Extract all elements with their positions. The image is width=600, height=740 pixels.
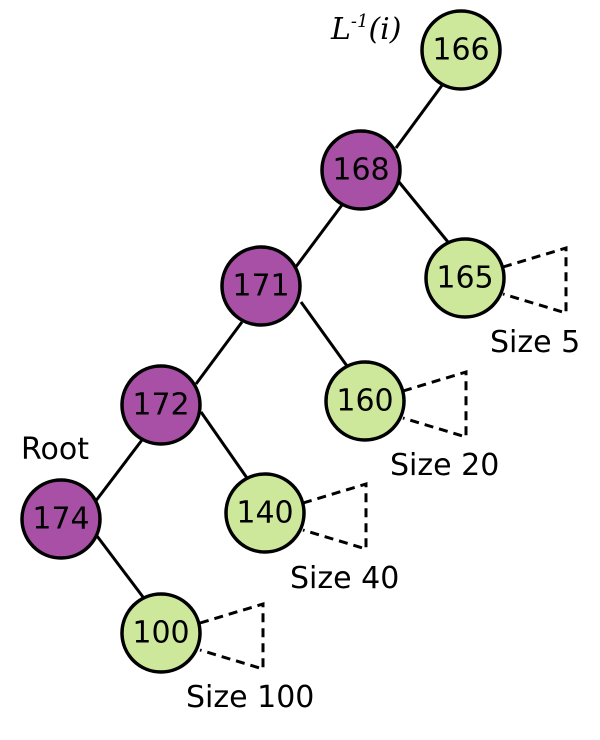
inverse-label: L-1(i) xyxy=(330,11,401,47)
edge-171-160 xyxy=(299,301,349,367)
node-100-label: 100 xyxy=(132,616,189,651)
subtree-triangle-160 xyxy=(402,369,468,440)
node-168-label: 168 xyxy=(332,153,389,188)
node-166-label: 166 xyxy=(432,33,489,68)
edge-166-168 xyxy=(394,83,445,149)
node-168-circle xyxy=(320,129,402,211)
subtree-triangle-100 xyxy=(199,601,265,672)
inverse-label-superscript: -1 xyxy=(351,11,369,32)
node-168: 168 xyxy=(320,129,402,211)
subtree-triangle-165 xyxy=(502,245,568,316)
edge-168-171 xyxy=(293,204,344,269)
node-100-circle xyxy=(120,592,202,674)
node-100: 100 xyxy=(120,592,202,674)
edge-172-174 xyxy=(93,439,144,503)
tree-edges xyxy=(93,83,450,598)
node-140-label: 140 xyxy=(236,496,293,531)
node-160: 160 xyxy=(324,360,406,442)
node-171: 171 xyxy=(220,245,302,327)
node-171-label: 171 xyxy=(232,269,289,304)
node-160-circle xyxy=(324,360,406,442)
subtree-triangle-140 xyxy=(302,481,368,552)
node-172-circle xyxy=(120,364,202,446)
node-140-circle xyxy=(224,472,306,554)
subtree-size-140: Size 40 xyxy=(290,561,399,596)
node-166-circle xyxy=(420,9,502,91)
node-166: 166 xyxy=(420,9,502,91)
edge-168-165 xyxy=(397,181,450,243)
edge-172-140 xyxy=(199,411,249,479)
node-140: 140 xyxy=(224,472,306,554)
node-160-label: 160 xyxy=(336,384,393,419)
root-label: Root xyxy=(21,432,89,467)
node-172-label: 172 xyxy=(132,388,189,423)
edge-174-100 xyxy=(95,535,145,598)
inverse-label-base: L xyxy=(330,12,351,47)
subtree-size-160: Size 20 xyxy=(390,448,499,483)
subtree-triangles xyxy=(199,245,568,672)
node-165: 165 xyxy=(424,237,506,319)
node-165-label: 165 xyxy=(436,261,493,296)
inverse-label-argument: (i) xyxy=(368,12,401,47)
subtree-size-100: Size 100 xyxy=(186,680,314,715)
subtree-size-165: Size 5 xyxy=(490,325,580,360)
node-174-circle xyxy=(20,478,102,560)
node-174: 174 xyxy=(20,478,102,560)
node-171-circle xyxy=(220,245,302,327)
node-172: 172 xyxy=(120,364,202,446)
edge-171-172 xyxy=(194,321,244,385)
node-165-circle xyxy=(424,237,506,319)
node-174-label: 174 xyxy=(32,502,89,537)
